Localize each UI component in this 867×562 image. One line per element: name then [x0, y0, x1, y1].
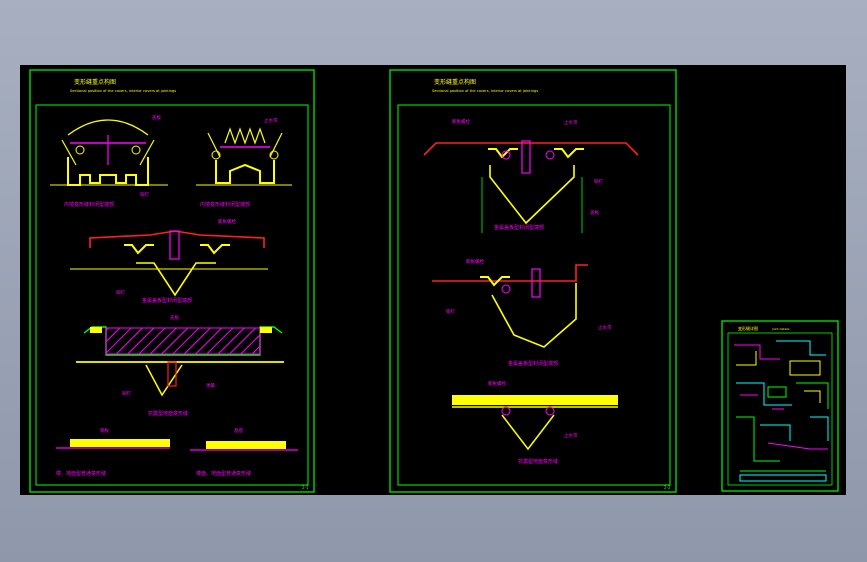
detail-c: 膨胀螺栓 铆钉 金属盖板型封闭型端部: [70, 218, 268, 304]
detail-d: 盖板 弹簧 铆钉 抗震型地面变形缝: [76, 314, 284, 417]
detail-b-note-water: 止水带: [264, 117, 278, 124]
detail-a-note-rivet: 铆钉: [140, 191, 149, 198]
sheet-3-title: 变形缝详图: [738, 325, 758, 331]
sheet-1-subtitle: Sectional position of the covers, interi…: [70, 89, 176, 93]
sheet-3-outer-frame: [721, 320, 839, 492]
detail-f-label: 楼面、地面型普通变形缝: [196, 470, 251, 477]
sheet-2-a-note-bolt: 膨胀螺栓: [452, 118, 470, 125]
detail-a-label: 内墙变形缝封闭型端部: [64, 201, 114, 208]
sheet-2-subtitle: Sectional position of the covers, interi…: [432, 89, 538, 93]
sheet-2-inner-frame: [397, 104, 671, 486]
sheet-3-inner-frame: [727, 332, 833, 486]
sheet-2-b-note-bolt: 膨胀螺栓: [466, 258, 484, 265]
sheet-2-a-note-cover: 盖板: [590, 209, 599, 216]
sheet-1: 变形缝重点构图 Sectional position of the covers…: [29, 69, 315, 493]
detail-c-note-rivet: 铆钉: [116, 289, 125, 296]
detail-b-label: 内墙变形缝封闭型端部: [200, 201, 250, 208]
sheet-2-b-note-water: 止水带: [598, 324, 612, 331]
detail-f: 基座 楼面、地面型普通变形缝: [190, 427, 298, 477]
cad-viewport[interactable]: 变形缝重点构图 Sectional position of the covers…: [20, 65, 846, 495]
detail-d-note-cover: 盖板: [170, 314, 179, 321]
sheet-2-detail-b: 膨胀螺栓 止水带 铆钉 金属盖板型封闭型端部: [432, 258, 612, 367]
sheet-3: 变形缝详图 joint details: [721, 320, 839, 492]
detail-c-note-bolt: 膨胀螺栓: [218, 218, 236, 225]
sheet-2-detail-c: 膨胀螺栓 止水带 抗震型地面变形缝: [452, 380, 618, 465]
sheet-2-c-note-bolt: 膨胀螺栓: [488, 380, 506, 387]
sheet-2: 变形缝重点构图 Sectional position of the covers…: [389, 69, 677, 493]
sheet-2-a-note-rivet: 铆钉: [594, 178, 603, 185]
detail-f-note-base: 基座: [234, 427, 243, 434]
detail-a-note-cover: 盖板: [152, 114, 161, 121]
sheet-2-a-note-water: 止水带: [564, 119, 578, 126]
sheet-2-detail-a-label: 金属盖板型封闭型端部: [494, 224, 544, 231]
detail-a: 盖板 铆钉 内墙变形缝封闭型端部: [50, 114, 168, 208]
sheet-2-outer-frame: [389, 69, 677, 493]
sheet-3-subtitle: joint details: [771, 327, 790, 331]
sheet-2-title: 变形缝重点构图: [434, 78, 476, 86]
sheet-1-title: 变形缝重点构图: [74, 78, 116, 86]
drawing-canvas: 变形缝重点构图 Sectional position of the covers…: [29, 69, 839, 493]
detail-e-label: 楼、地面型普通变形缝: [56, 470, 106, 477]
sheet-2-detail-a: 膨胀螺栓 止水带 铆钉 盖板 金属盖板型封闭型端部: [423, 118, 639, 233]
detail-d-note-rivet: 铆钉: [122, 390, 131, 397]
detail-d-note-spring: 弹簧: [206, 382, 215, 389]
sheet-2-detail-b-label: 金属盖板型封闭型端部: [508, 360, 558, 367]
detail-b: 止水带 内墙变形缝封闭型端部: [196, 117, 292, 208]
detail-d-label: 抗震型地面变形缝: [148, 410, 188, 417]
sheet-2-page-number: 2-2: [664, 485, 671, 490]
sheet-1-page-number: 2-1: [302, 485, 309, 490]
sheet-3-details: [734, 340, 829, 482]
detail-e-note-plate: 钢板: [100, 427, 109, 434]
detail-e: 钢板 楼、地面型普通变形缝: [56, 427, 170, 477]
sheet-2-detail-c-label: 抗震型地面变形缝: [518, 458, 558, 465]
sheet-2-c-note-water: 止水带: [564, 432, 578, 439]
detail-c-label: 金属盖板型封闭型端部: [142, 297, 192, 304]
sheet-2-b-note-rivet: 铆钉: [446, 308, 455, 315]
sheet-1-inner-frame: [35, 104, 309, 486]
sheet-1-outer-frame: [29, 69, 315, 493]
